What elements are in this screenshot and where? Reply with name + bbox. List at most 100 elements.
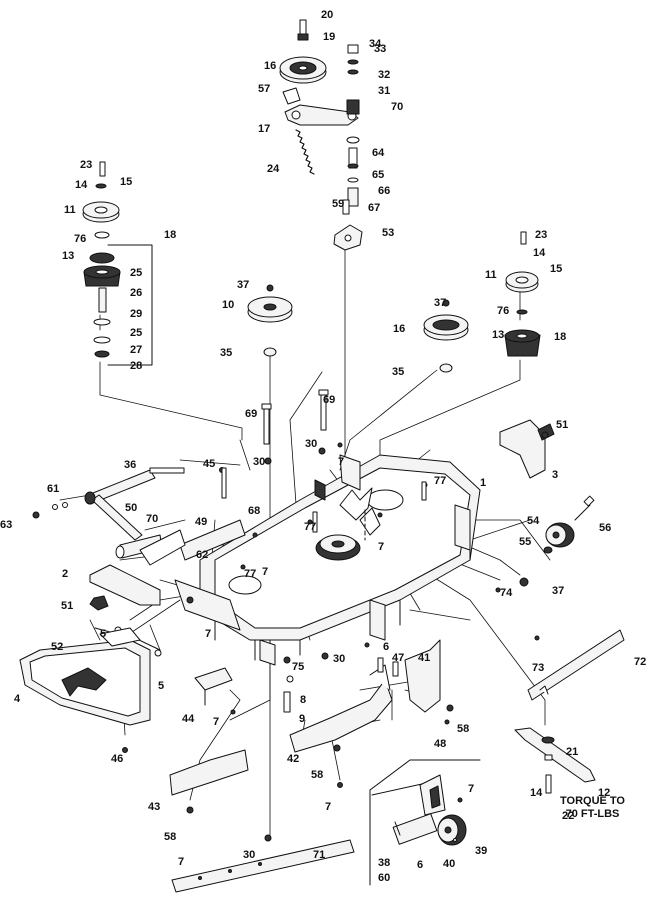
callout-59: 59 <box>332 198 344 210</box>
bolts-69 <box>261 389 329 465</box>
callout-14: 14 <box>533 247 546 259</box>
deflector-bracket-2 <box>89 564 161 606</box>
callout-31: 31 <box>378 85 390 97</box>
callout-51: 51 <box>556 419 568 431</box>
callout-30: 30 <box>243 849 255 861</box>
callout-56: 56 <box>599 522 611 534</box>
bracket-3 <box>499 419 555 479</box>
callout-labels: 1234556677777777891011111213131414141515… <box>0 9 646 884</box>
callout-71: 71 <box>313 849 325 861</box>
callout-37: 37 <box>237 279 249 291</box>
callout-22: 22 <box>562 810 574 822</box>
bracket-44 <box>194 667 233 706</box>
callout-76: 76 <box>74 233 86 245</box>
callout-70: 70 <box>391 101 403 113</box>
callout-28: 28 <box>130 360 142 372</box>
callout-15: 15 <box>550 263 562 275</box>
blade-12 <box>514 727 596 794</box>
callout-4: 4 <box>14 693 21 705</box>
callout-74: 74 <box>500 587 513 599</box>
callout-34: 34 <box>369 38 382 50</box>
callout-14: 14 <box>75 179 88 191</box>
callout-77: 77 <box>434 475 446 487</box>
idler-arm-17 <box>282 87 359 126</box>
callout-16: 16 <box>264 60 276 72</box>
callout-7: 7 <box>213 716 219 728</box>
callout-6: 6 <box>383 641 389 653</box>
torque-note-line1: TORQUE TO <box>560 795 625 807</box>
callout-7: 7 <box>325 801 331 813</box>
callout-63: 63 <box>0 519 12 531</box>
callout-7: 7 <box>468 783 474 795</box>
callout-47: 47 <box>392 652 404 664</box>
callout-37: 37 <box>552 585 564 597</box>
callout-73: 73 <box>532 662 544 674</box>
spindle-18-right <box>504 329 541 357</box>
callout-12: 12 <box>598 787 610 799</box>
torque-note-line2: 70 FT-LBS <box>565 808 620 820</box>
callout-44: 44 <box>182 713 195 725</box>
hardware-nuts <box>122 431 549 842</box>
torque-note: TORQUE TO 70 FT-LBS <box>560 795 625 821</box>
callout-18: 18 <box>164 229 176 241</box>
callout-43: 43 <box>148 801 160 813</box>
callout-77: 77 <box>304 521 316 533</box>
callout-20: 20 <box>321 9 333 21</box>
callout-36: 36 <box>124 459 136 471</box>
callout-54: 54 <box>527 515 540 527</box>
callout-11: 11 <box>64 204 76 216</box>
callout-30: 30 <box>333 653 345 665</box>
callout-67: 67 <box>368 202 380 214</box>
callout-37: 37 <box>434 297 446 309</box>
bracket-53 <box>333 224 363 251</box>
spindle-18-left <box>83 231 153 366</box>
pulley-10 <box>247 284 293 357</box>
callout-23: 23 <box>535 229 547 241</box>
callout-13: 13 <box>492 329 504 341</box>
callout-25: 25 <box>130 267 142 279</box>
callout-35: 35 <box>392 366 404 378</box>
callout-23: 23 <box>80 159 92 171</box>
callout-40: 40 <box>443 858 455 870</box>
callout-53: 53 <box>382 227 394 239</box>
callout-30: 30 <box>253 456 265 468</box>
callout-15: 15 <box>120 176 132 188</box>
pulley-16-center <box>423 299 469 373</box>
callout-66: 66 <box>378 185 390 197</box>
callout-76: 76 <box>497 305 509 317</box>
callout-27: 27 <box>130 344 142 356</box>
callout-26: 26 <box>130 287 142 299</box>
callout-64: 64 <box>372 147 385 159</box>
callout-11: 11 <box>485 269 497 281</box>
callout-75: 75 <box>292 661 304 673</box>
callout-77: 77 <box>244 568 256 580</box>
callout-58: 58 <box>311 769 323 781</box>
callout-18: 18 <box>554 331 566 343</box>
callout-69: 69 <box>245 408 257 420</box>
strip-72 <box>527 629 625 701</box>
spring-24 <box>295 129 315 175</box>
callout-38: 38 <box>378 857 390 869</box>
idler-stack-31-34 <box>342 44 360 215</box>
callout-58: 58 <box>457 723 469 735</box>
callout-65: 65 <box>372 169 384 181</box>
callout-25: 25 <box>130 327 142 339</box>
callout-61: 61 <box>47 483 59 495</box>
callout-57: 57 <box>258 83 270 95</box>
callout-5: 5 <box>158 680 164 692</box>
discharge-deflector-4 <box>19 626 162 726</box>
callout-58: 58 <box>164 831 176 843</box>
callout-60: 60 <box>378 872 390 884</box>
idler-pulley-16-top <box>279 19 327 84</box>
callout-55: 55 <box>519 536 531 548</box>
spindle-pulley-11-right <box>505 231 539 315</box>
callout-1: 1 <box>480 477 486 489</box>
knob-51-left <box>89 595 109 611</box>
callout-35: 35 <box>220 347 232 359</box>
callout-52: 52 <box>51 641 63 653</box>
callout-51: 51 <box>61 600 73 612</box>
callout-29: 29 <box>130 308 142 320</box>
callout-3: 3 <box>552 469 558 481</box>
